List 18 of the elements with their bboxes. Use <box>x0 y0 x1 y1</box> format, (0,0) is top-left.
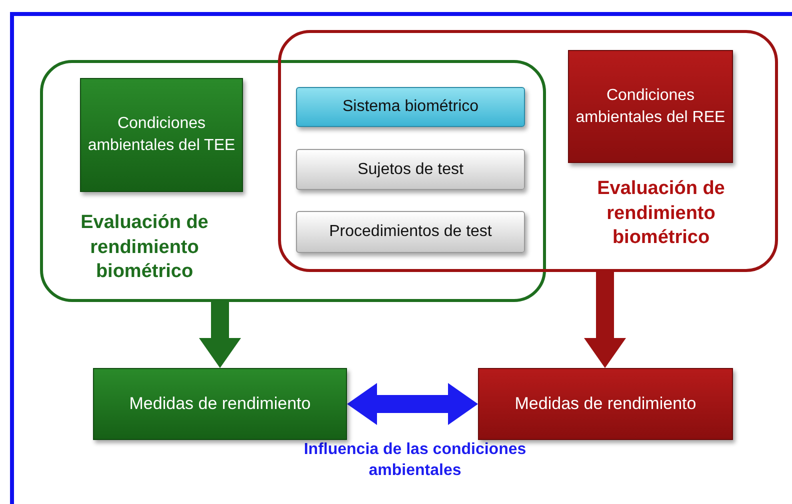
group-region <box>40 60 546 302</box>
box-label: Condiciones ambientales del REE <box>574 86 726 128</box>
process-box <box>93 368 347 440</box>
group-region <box>278 30 778 272</box>
box-label: Medidas de rendimiento <box>128 392 312 415</box>
box-label: Sujetos de test <box>356 160 464 180</box>
process-box <box>80 78 243 192</box>
box-label: Procedimientos de test <box>328 222 493 242</box>
process-box <box>296 87 525 127</box>
region-heading: Evaluación de rendimiento biométrico <box>596 177 726 250</box>
box-label: Medidas de rendimiento <box>514 392 698 415</box>
process-box <box>296 211 525 253</box>
process-box <box>478 368 733 440</box>
region-heading: Evaluación de rendimiento biométrico <box>80 211 210 284</box>
process-box <box>296 149 525 190</box>
process-box <box>568 50 733 163</box>
box-label: Condiciones ambientales del TEE <box>86 114 236 156</box>
box-label: Sistema biométrico <box>341 97 480 118</box>
